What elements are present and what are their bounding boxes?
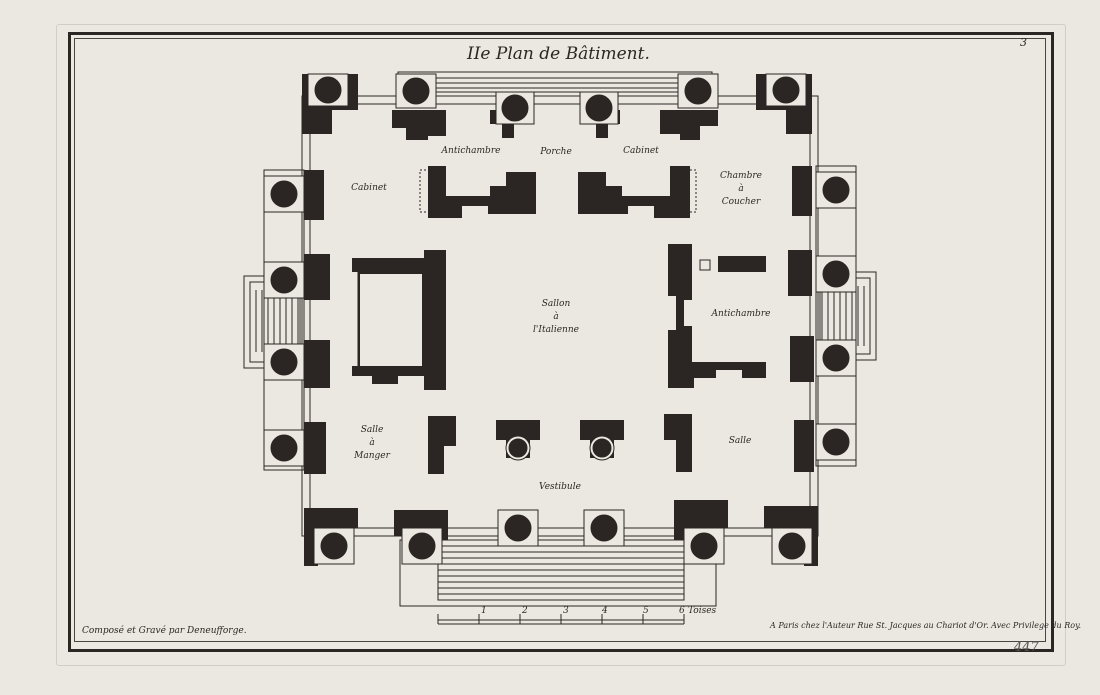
niche-left — [419, 169, 431, 213]
plate-title: IIe Plan de Bâtiment. — [467, 44, 650, 64]
scale-tick-label: 5 — [643, 606, 649, 616]
column — [815, 423, 857, 461]
column — [815, 339, 857, 377]
top-steps — [397, 71, 713, 97]
scale-tick-label: 4 — [602, 606, 608, 616]
column — [401, 527, 443, 565]
engraver-credit: Composé et Gravé par Deneufforge. — [82, 626, 247, 636]
column — [677, 73, 719, 109]
room-label-vestibule: Vestibule — [539, 482, 581, 492]
room-label-line: à — [369, 438, 375, 448]
column — [495, 91, 535, 125]
room-label-line: Coucher — [721, 197, 761, 207]
plate-mark — [56, 24, 1066, 666]
room-label-chambre: Chambre à Coucher — [696, 170, 786, 209]
scale-unit-label: Toises — [688, 606, 717, 616]
scale-bar — [437, 614, 685, 625]
room-label-antichambre-right: Antichambre — [711, 309, 771, 319]
left-terrace — [263, 169, 305, 471]
columns — [263, 73, 857, 565]
bottom-steps — [399, 539, 717, 607]
room-label-porche: Porche — [540, 147, 572, 157]
room-label-line: Chambre — [720, 171, 762, 181]
room-label-line: à — [738, 184, 744, 194]
column — [313, 527, 355, 565]
room-label-cabinet-top: Cabinet — [623, 146, 659, 156]
scale-tick-label: 2 — [522, 606, 528, 616]
column — [683, 527, 725, 565]
column — [263, 261, 305, 299]
publisher-credit: A Paris chez l'Auteur Rue St. Jacques au… — [770, 621, 1082, 630]
catalog-number: 447 — [1014, 640, 1039, 655]
column — [395, 73, 437, 109]
column — [765, 73, 807, 107]
wall-masses — [302, 74, 818, 566]
room-label-line: Manger — [354, 451, 390, 461]
niche-right — [685, 169, 697, 213]
column — [263, 175, 305, 213]
room-label-line: Salle — [360, 425, 384, 435]
right-terrace — [815, 165, 857, 467]
plate-number: 3 — [1020, 36, 1027, 49]
column — [263, 343, 305, 381]
room-label-line: l'Italienne — [533, 325, 579, 335]
inner-wall-line — [309, 103, 811, 529]
column — [815, 171, 857, 209]
outer-frame — [68, 32, 1054, 652]
column — [497, 509, 539, 547]
room-label-salle: Salle — [728, 436, 752, 446]
column — [579, 91, 619, 125]
column — [815, 255, 857, 293]
scale-tick-label: 3 — [563, 606, 569, 616]
scale-tick-label: 6 — [679, 606, 685, 616]
room-label-salon: Sallon à l'Italienne — [511, 298, 601, 337]
scale-tick-label: 1 — [481, 606, 487, 616]
room-label-line: Sallon — [541, 299, 571, 309]
room-label-cabinet-left: Cabinet — [351, 183, 387, 193]
inner-frame — [74, 38, 1046, 642]
column — [583, 509, 625, 547]
room-label-antichambre-top: Antichambre — [441, 146, 501, 156]
column — [505, 435, 531, 461]
column — [307, 73, 349, 107]
column — [589, 435, 615, 461]
room-label-line: à — [553, 312, 559, 322]
column — [771, 527, 813, 565]
column — [263, 429, 305, 467]
left-steps — [243, 275, 301, 369]
room-label-salle-manger: Salle à Manger — [327, 424, 417, 463]
